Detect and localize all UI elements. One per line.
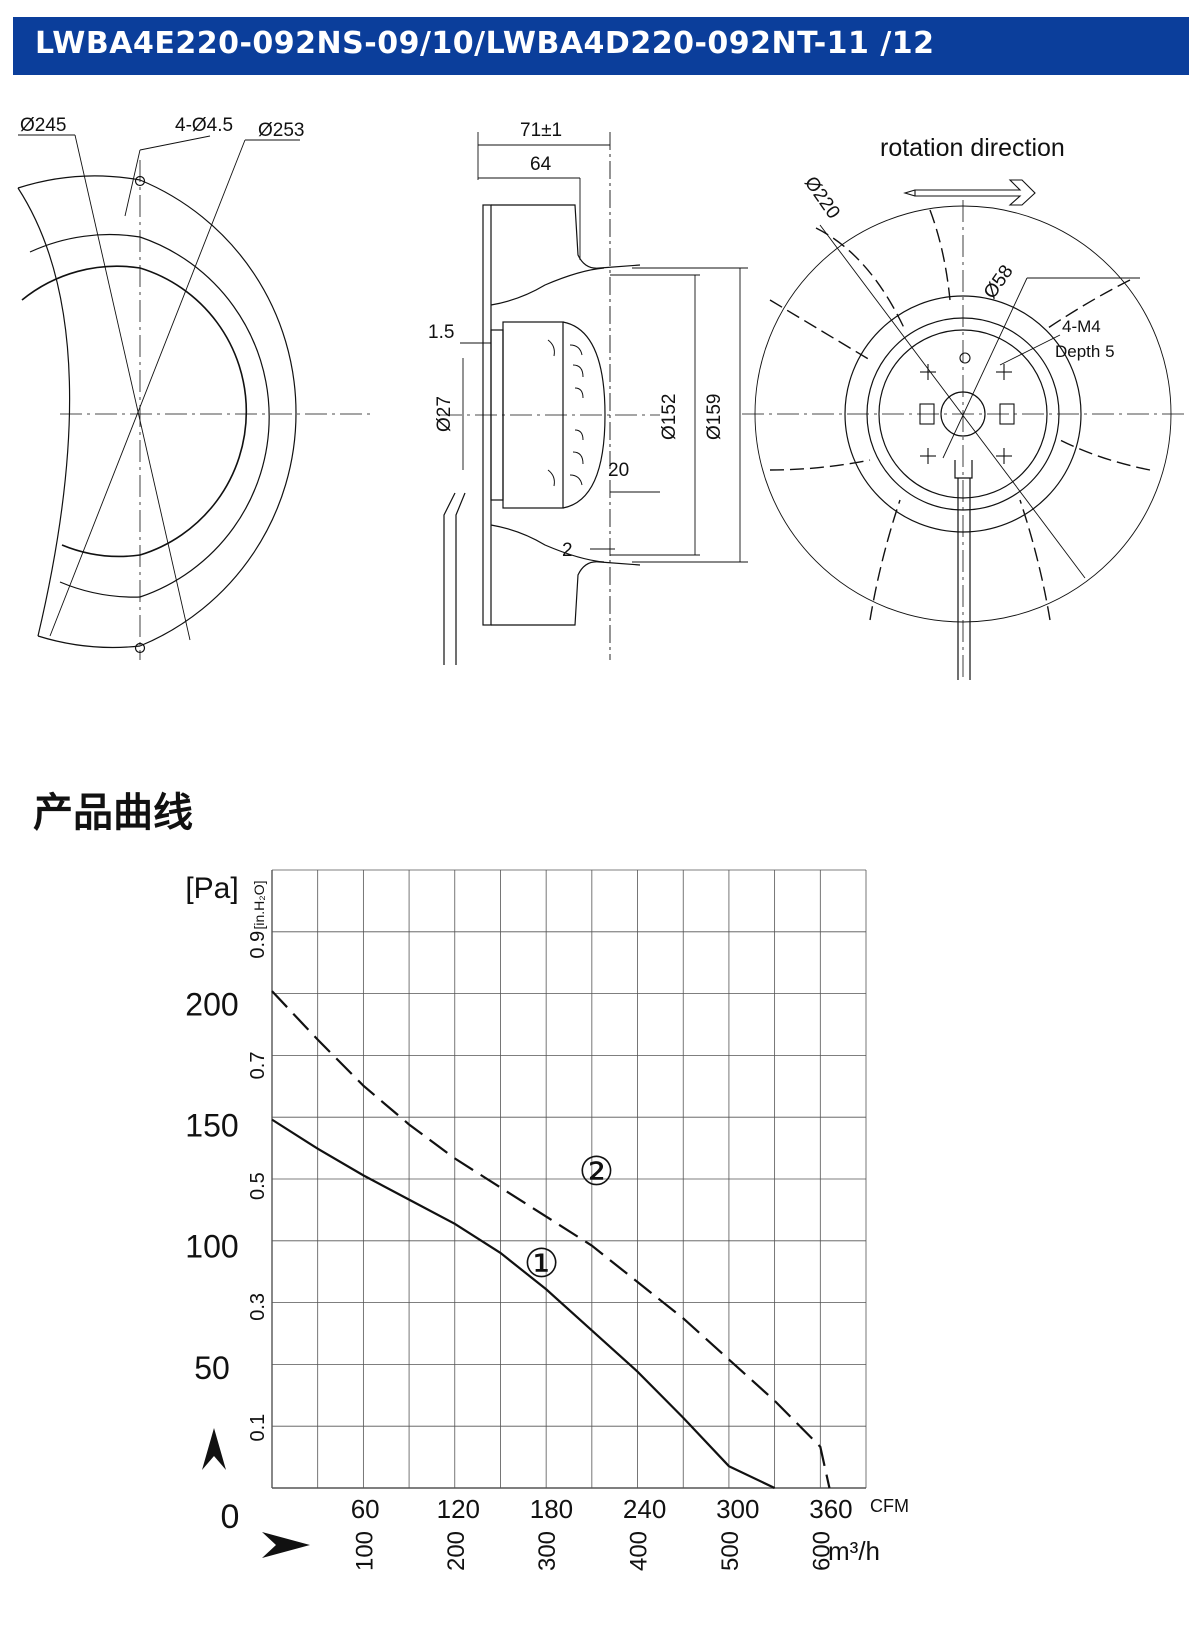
curve-1-label: ① [524, 1242, 560, 1286]
title-bar: LWBA4E220-092NS-09/10/LWBA4D220-092NT-11… [13, 17, 1189, 75]
x-cfm-tick: 300 [716, 1494, 759, 1524]
dim-d220: Ø220 [800, 173, 844, 223]
dim-d245: Ø245 [20, 115, 66, 136]
dim-d152: Ø152 [659, 394, 680, 440]
x-m3h-tick: 100 [351, 1531, 378, 1571]
x-m3h-tick: 600 [808, 1531, 835, 1571]
section-title: 产品曲线 [33, 790, 193, 836]
depth-label: Depth 5 [1055, 342, 1115, 361]
x-m3h-tick: 300 [534, 1531, 561, 1571]
model-title: LWBA4E220-092NS-09/10/LWBA4D220-092NT-11… [35, 26, 935, 61]
x-m3h-tick: 200 [443, 1531, 470, 1571]
front-view [17, 134, 370, 660]
dimension-drawing: Ø245 4-Ø4.5 Ø253 71±1 64 1.5 Ø27 20 2 Ø1… [17, 115, 1185, 680]
chart-grid [271, 869, 867, 1489]
x-cfm-tick: 240 [623, 1494, 666, 1524]
x-cfm-unit: CFM [870, 1496, 909, 1516]
y-inh2o-tick: 0.1 [247, 1414, 269, 1442]
dim-holes: 4-Ø4.5 [175, 115, 233, 136]
y-pa-tick: 150 [185, 1107, 238, 1143]
dim-d58: Ø58 [980, 261, 1018, 302]
x-cfm-tick: 180 [530, 1494, 573, 1524]
zero-label: 0 [221, 1498, 240, 1536]
drawing-labels: Ø245 4-Ø4.5 Ø253 71±1 64 1.5 Ø27 20 2 Ø1… [20, 115, 1115, 561]
y-inh2o-tick: 0.7 [247, 1052, 269, 1080]
dim-w20: 20 [608, 460, 629, 481]
side-view [440, 132, 748, 665]
curve-1 [271, 1118, 776, 1489]
y-pa-tick: 100 [185, 1229, 238, 1265]
y-axis-arrow-icon [202, 1428, 226, 1470]
dim-t15: 1.5 [428, 322, 454, 343]
y-pa-tick: 200 [185, 986, 238, 1022]
y-inh2o-tick: 0.5 [247, 1172, 269, 1200]
curve-2 [271, 990, 831, 1489]
back-view [742, 179, 1185, 680]
curve-2-label: ② [578, 1150, 614, 1194]
y-inh2o-unit: [in.H₂O] [251, 881, 267, 930]
dim-w64: 64 [530, 154, 552, 175]
x-m3h-unit: m³/h [828, 1536, 880, 1566]
dim-d27: Ø27 [434, 396, 455, 432]
y-pa-tick: 50 [194, 1350, 230, 1386]
dim-w71: 71±1 [520, 120, 562, 141]
rotation-direction-label: rotation direction [880, 134, 1065, 162]
chart-curves [271, 990, 831, 1489]
y-inh2o-tick: 0.3 [247, 1293, 269, 1321]
dim-w2: 2 [562, 540, 573, 561]
y-pa-unit: [Pa] [185, 872, 238, 905]
x-axis-arrow-icon [262, 1532, 310, 1558]
y-inh2o-tick: 0.9 [247, 931, 269, 959]
x-cfm-tick: 360 [809, 1494, 852, 1524]
x-m3h-tick: 400 [626, 1531, 653, 1571]
dim-d159: Ø159 [704, 394, 725, 440]
x-cfm-tick: 60 [351, 1494, 380, 1524]
x-m3h-tick: 500 [717, 1531, 744, 1571]
chart-labels: ① ② 200 150 100 50 [Pa] 0 0.9 0.7 0.5 0.3 0.1 [in.H₂O… [185, 872, 909, 1571]
dim-d253: Ø253 [258, 120, 304, 141]
thread-label: 4-M4 [1062, 317, 1101, 336]
x-cfm-tick: 120 [437, 1494, 480, 1524]
